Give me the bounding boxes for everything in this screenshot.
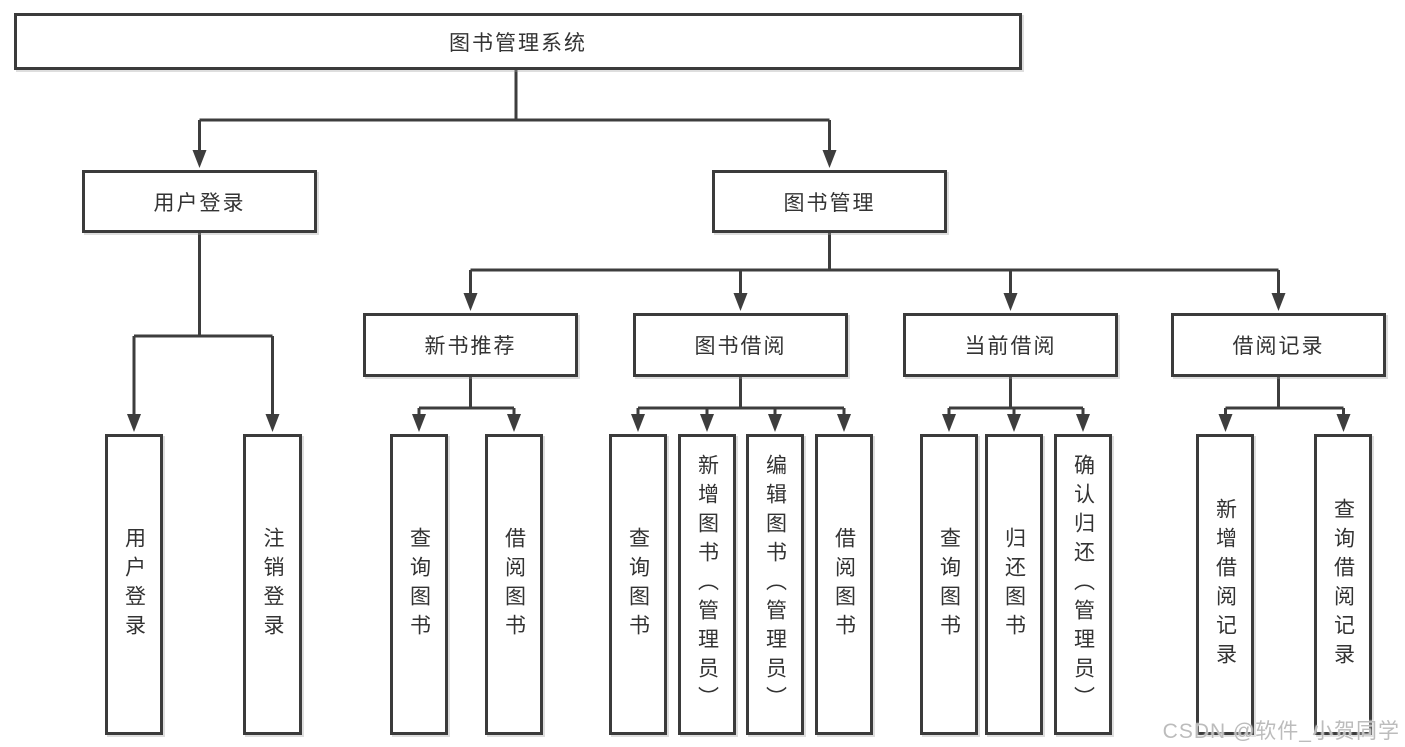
node-label: 注销登录 (261, 526, 284, 643)
leaf-query-books-borrowing: 查询图书 (609, 434, 667, 735)
node-label: 查询图书 (407, 526, 431, 643)
leaf-edit-book-admin: 编辑图书（管理员） (746, 434, 804, 735)
leaf-query-borrow-record: 查询借阅记录 (1314, 434, 1372, 735)
node-label: 新书推荐 (424, 335, 517, 358)
connector-trunks (134, 69, 1344, 410)
node-label: 用户登录 (153, 191, 246, 215)
leaf-query-books-recommend: 查询图书 (390, 434, 448, 735)
node-label: 查询借阅记录 (1331, 497, 1355, 672)
leaf-user-login: 用户登录 (105, 434, 163, 735)
node-user-login: 用户登录 (82, 170, 317, 233)
node-label: 查询图书 (937, 526, 961, 643)
node-label: 用户登录 (122, 526, 146, 643)
arrowhead-icons (127, 150, 1351, 432)
node-label: 图书管理 (783, 191, 876, 215)
node-library-management-system: 图书管理系统 (14, 13, 1022, 70)
node-label: 归还图书 (1002, 526, 1026, 643)
node-label: 当前借阅 (964, 335, 1057, 358)
leaf-return-book: 归还图书 (985, 434, 1043, 735)
leaf-query-books-current: 查询图书 (920, 434, 978, 735)
node-label: 图书借阅 (694, 335, 787, 358)
leaf-confirm-return-admin: 确认归还（管理员） (1054, 434, 1112, 735)
leaf-add-borrow-record: 新增借阅记录 (1196, 434, 1254, 735)
csdn-watermark: CSDN @软件_小贺同学 (1162, 720, 1400, 743)
node-label: 新增图书（管理员） (695, 454, 719, 715)
node-label: 编辑图书（管理员） (763, 454, 787, 715)
node-label: 新增借阅记录 (1213, 497, 1237, 672)
leaf-add-book-admin: 新增图书（管理员） (678, 434, 736, 735)
node-new-book-recommendation: 新书推荐 (363, 313, 578, 377)
leaf-borrow-books-recommend: 借阅图书 (485, 434, 543, 735)
connector-arrow-shafts (132, 120, 1345, 416)
node-label: 借阅图书 (502, 526, 526, 643)
node-book-management: 图书管理 (712, 170, 947, 233)
node-label: 借阅图书 (832, 526, 856, 643)
node-label: 确认归还（管理员） (1071, 454, 1095, 715)
node-label: 图书管理系统 (449, 31, 587, 55)
node-label: 借阅记录 (1232, 335, 1325, 358)
node-borrowing-records: 借阅记录 (1171, 313, 1386, 377)
leaf-logout: 注销登录 (243, 434, 302, 735)
leaf-borrow-books: 借阅图书 (815, 434, 873, 735)
node-label: 查询图书 (626, 526, 650, 643)
node-current-borrowing: 当前借阅 (903, 313, 1118, 377)
node-book-borrowing: 图书借阅 (633, 313, 848, 377)
